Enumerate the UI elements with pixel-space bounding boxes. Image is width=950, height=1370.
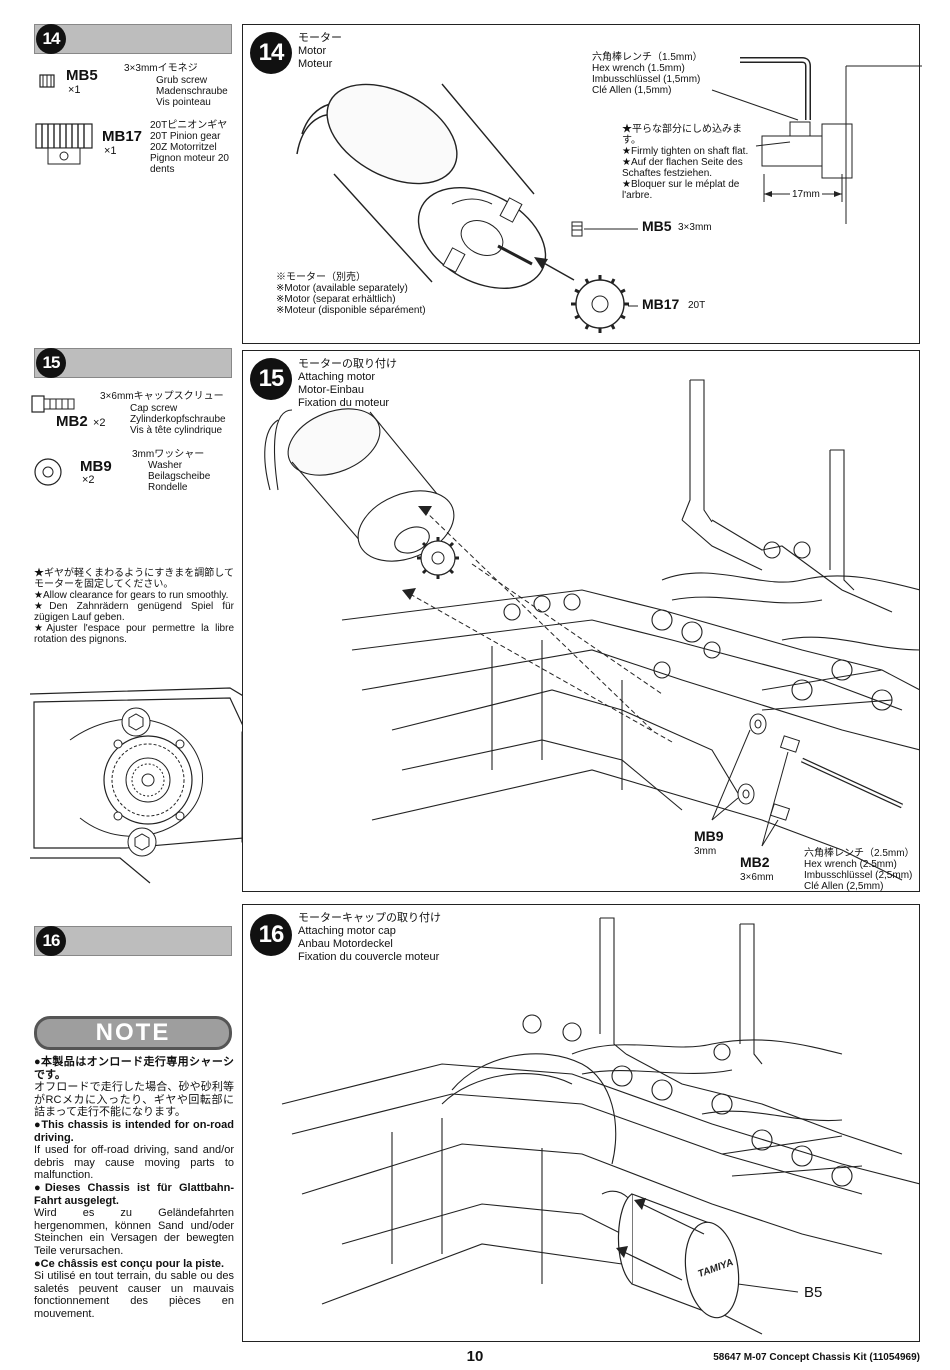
part-qty-mb17: ×1 (104, 145, 117, 157)
part-desc-jp-mb9: 3mmワッシャー (132, 449, 205, 460)
part-code-mb2: MB2 (56, 413, 88, 430)
title-jp: モーターキャップの取り付け (298, 912, 441, 924)
part-code-mb17: MB17 (102, 128, 143, 145)
motor-drawing (296, 57, 922, 333)
title-de: Anbau Motordeckel (298, 938, 393, 950)
hex-wrench-1.5-label: 六角棒レンチ（1.5mm） Hex wrench (1.5mm) Imbussc… (592, 52, 703, 96)
note-fr: Si utilisé en tout terrain, du sable ou … (34, 1270, 234, 1320)
title-fr: Moteur (298, 58, 333, 70)
document-id: 58647 M-07 Concept Chassis Kit (11054969… (713, 1352, 920, 1363)
step-15-panel-badge: 15 (250, 358, 292, 400)
title-fr: Fixation du moteur (298, 397, 390, 409)
motor-note: ※モーター（別売） ※Motor (available separately) … (276, 272, 426, 316)
step-16-panel-badge: 16 (250, 914, 292, 956)
step-15-badge: 15 (36, 348, 66, 378)
title-en: Attaching motor (298, 371, 376, 383)
title-jp: モーターの取り付け (298, 358, 397, 370)
tighten-note: ★平らな部分にしめ込みます。 ★Firmly tighten on shaft … (622, 124, 749, 201)
callout-mb5: MB5 (642, 218, 672, 234)
title-fr: Fixation du couvercle moteur (298, 951, 440, 963)
callout-mb2-size: 3×6mm (740, 872, 774, 883)
title-en: Attaching motor cap (298, 925, 396, 937)
step-14-panel-badge: 14 (250, 32, 292, 74)
chassis-motor-mount-drawing (264, 379, 920, 881)
gear-mesh-detail-drawing (30, 687, 281, 884)
step-14-title: モーター Motor Moteur (298, 32, 342, 71)
callout-b5: B5 (804, 1284, 823, 1301)
part-code-mb5: MB5 (66, 67, 98, 84)
step-16-badge: 16 (36, 926, 66, 956)
note-en: If used for off-road driving, sand and/o… (34, 1144, 234, 1182)
part-desc-jp-mb2: 3×6mmキャップスクリュー (100, 391, 224, 402)
callout-mb17: MB17 (642, 296, 680, 312)
step-16-title: モーターキャップの取り付け Attaching motor cap Anbau … (298, 912, 441, 964)
callout-mb2: MB2 (740, 854, 770, 870)
step-14-badge: 14 (36, 24, 66, 54)
part-desc-jp-mb5: 3×3mmイモネジ (124, 63, 198, 74)
part-desc-mb17: 20T Pinion gear 20Z Motorritzel Pignon m… (150, 131, 229, 175)
note-de: Wird es zu Geländefahrten hergenommen, k… (34, 1207, 234, 1257)
note-en-bold: ●This chassis is intended for on-road dr… (34, 1118, 234, 1144)
callout-mb9: MB9 (694, 828, 724, 844)
part-code-mb9: MB9 (80, 458, 112, 475)
note-jp-bold: ●本製品はオンロード走行専用シャーシです。 (34, 1056, 234, 1081)
pinion-gear-icon (35, 123, 93, 165)
note-jp: オフロードで走行した場合、砂や砂利等がRCメカに入ったり、ギヤや回転部に詰まって… (34, 1081, 234, 1119)
part-desc-mb2: Cap screw Zylinderkopfschraube Vis à têt… (130, 403, 226, 436)
dimension-label: 17mm (790, 189, 822, 200)
title-jp: モーター (298, 32, 342, 44)
grub-screw-icon (39, 74, 55, 88)
page-number: 10 (466, 1348, 484, 1365)
part-desc-mb9: Washer Beilagscheibe Rondelle (148, 460, 211, 493)
cap-screw-icon (31, 395, 75, 413)
step-15-title: モーターの取り付け Attaching motor Motor-Einbau F… (298, 358, 397, 410)
part-desc-jp-mb17: 20Tピニオンギヤ (150, 120, 228, 131)
part-qty-mb2: ×2 (93, 417, 106, 429)
note-body: ●本製品はオンロード走行専用シャーシです。 オフロードで走行した場合、砂や砂利等… (34, 1056, 234, 1320)
chassis-motor-cap-drawing: TAMIYA (281, 917, 920, 1335)
step-15-parts-bar (34, 348, 232, 378)
callout-mb9-size: 3mm (694, 846, 717, 857)
part-qty-mb5: ×1 (68, 84, 81, 96)
gear-clearance-note: ★ギヤが軽くまわるようにすきまを調節してモーターを固定してください。 ★Allo… (34, 568, 234, 645)
step-16-parts-bar (34, 926, 232, 956)
step-16-panel (242, 904, 920, 1342)
note-fr-bold: ●Ce châssis est conçu pour la piste. (34, 1257, 225, 1270)
part-desc-mb5: Grub screw Madenschraube Vis pointeau (156, 75, 228, 108)
step-14-parts-bar (34, 24, 232, 54)
title-en: Motor (298, 45, 327, 57)
washer-icon (34, 458, 62, 486)
hex-wrench-2.5-label: 六角棒レンチ（2.5mm） Hex wrench (2.5mm) Imbussc… (804, 848, 915, 892)
title-de: Motor-Einbau (298, 384, 365, 396)
callout-mb5-size: 3×3mm (678, 222, 712, 233)
part-qty-mb9: ×2 (82, 474, 95, 486)
note-de-bold: ●Dieses Chassis ist für Glattbahn-Fahrt … (34, 1181, 234, 1207)
callout-mb17-size: 20T (688, 300, 706, 311)
note-heading: NOTE (34, 1016, 232, 1050)
